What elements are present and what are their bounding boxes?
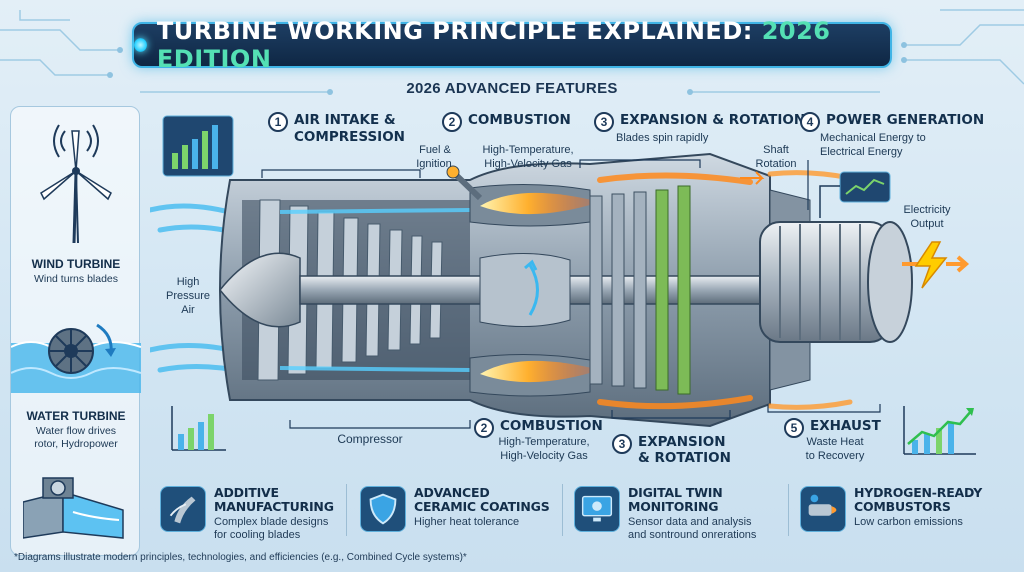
stage-2b-desc-line2: High-Velocity Gas (500, 450, 588, 462)
stage-3b-title-line2: & ROTATION (638, 450, 731, 466)
page-title: TURBINE WORKING PRINCIPLE EXPLAINED: 202… (157, 17, 890, 73)
stage-5-desc-line1: Waste Heat (806, 436, 864, 448)
stage-1-title-line2: COMPRESSION (294, 129, 405, 145)
feature-additive-title-line2: MANUFACTURING (214, 499, 334, 514)
stage-4-number: 4 (800, 112, 820, 132)
feature-additive-desc-line1: Complex blade designs (214, 516, 329, 528)
feature-digital-twin-title-line1: DIGITAL TWIN (628, 485, 723, 500)
stage-3b-number: 3 (612, 434, 632, 454)
electricity-label-line2: Output (910, 218, 944, 230)
stage-5-number: 5 (784, 418, 804, 438)
feature-ceramic-desc-line1: Higher heat tolerance (414, 516, 520, 528)
stage-5-desc-line2: to Recovery (805, 450, 865, 462)
stage-3-title: EXPANSION & ROTATION (620, 112, 806, 128)
fuel-label-line1: Fuel & (419, 144, 451, 156)
footnote: *Diagrams illustrate modern principles, … (14, 552, 467, 563)
water-turbine-desc-line1: Water flow drives (35, 425, 117, 437)
stage-3b-title-line1: EXPANSION (638, 434, 726, 450)
gas-label-line2: High-Velocity Gas (484, 158, 572, 170)
turbine-diagram (150, 152, 913, 428)
feature-hydrogen: HYDROGEN-READY COMBUSTORS Low carbon emi… (800, 480, 1010, 544)
compressor-label: Compressor (337, 432, 403, 446)
bar-chart-icon (162, 115, 234, 177)
trend-chart-icon (903, 406, 976, 455)
stage-1-number: 1 (268, 112, 288, 132)
title-main: TURBINE WORKING PRINCIPLE EXPLAINED: (156, 17, 753, 45)
fuel-label-line2: Ignition (416, 158, 452, 170)
water-turbine-title: WATER TURBINE (26, 409, 126, 423)
high-pressure-label-line3: Air (181, 304, 195, 316)
stage-4-title: POWER GENERATION (826, 112, 985, 128)
feature-hydrogen-title-line1: HYDROGEN-READY (854, 485, 983, 500)
feature-hydrogen-desc-line1: Low carbon emissions (854, 516, 963, 528)
stage-3-desc: Blades spin rapidly (616, 132, 709, 144)
feature-divider (788, 484, 789, 536)
lightning-icon (902, 241, 970, 289)
stage-4-desc-line2: Electrical Energy (820, 146, 903, 158)
feature-hydrogen-title-line2: COMBUSTORS (854, 499, 951, 514)
subtitle: 2026 ADVANCED FEATURES (406, 80, 618, 97)
title-accent: 2026 EDITION (156, 17, 831, 73)
feature-additive-title-line1: ADDITIVE (214, 485, 279, 500)
feature-digital-twin: DIGITAL TWIN MONITORING Sensor data and … (574, 480, 784, 544)
feature-divider (562, 484, 563, 536)
title-glow-icon (134, 38, 147, 52)
high-pressure-label-line2: Pressure (165, 290, 211, 302)
features-strip: ADDITIVE MANUFACTURING Complex blade des… (160, 480, 1020, 544)
water-wheel-icon (11, 323, 141, 393)
feature-digital-twin-desc-line1: Sensor data and analysis (628, 516, 752, 528)
stage-4-desc-line1: Mechanical Energy to (820, 132, 926, 144)
shaft-label-line1: Shaft (763, 144, 789, 156)
stage-2b-title: COMBUSTION (500, 418, 603, 434)
feature-ceramic-title-line2: CERAMIC COATINGS (414, 499, 550, 514)
gas-label-line1: High-Temperature, (482, 144, 574, 156)
feature-ceramic-title-line1: ADVANCED (414, 485, 490, 500)
wind-turbine-icon (40, 124, 112, 244)
shield-icon (360, 486, 406, 532)
feature-additive: ADDITIVE MANUFACTURING Complex blade des… (160, 480, 360, 544)
feature-digital-twin-desc-line2: and sontround onrerations (628, 529, 757, 541)
stage-2b-number: 2 (474, 418, 494, 438)
hydro-dam-icon (23, 477, 124, 539)
shaft-label-line2: Rotation (755, 158, 797, 170)
feature-additive-desc-line2: for cooling blades (214, 529, 301, 541)
stage-2b-desc-line1: High-Temperature, (498, 436, 590, 448)
feature-digital-twin-title-line2: MONITORING (628, 499, 719, 514)
wind-turbine-desc: Wind turns blades (33, 273, 119, 285)
water-turbine-desc-line2: rotor, Hydropower (34, 438, 118, 450)
hydrogen-combustor-icon (800, 486, 846, 532)
left-panel: WIND TURBINE Wind turns blades WATER TUR… (10, 106, 141, 556)
electricity-label-line1: Electricity (903, 204, 951, 216)
feature-ceramic: ADVANCED CERAMIC COATINGS Higher heat to… (360, 480, 560, 544)
feature-divider (346, 484, 347, 536)
turbine-blade-icon (160, 486, 206, 532)
bar-chart-small-icon (171, 406, 226, 451)
high-pressure-label-line1: High (176, 276, 200, 288)
wind-turbine-title: WIND TURBINE (31, 257, 121, 271)
monitor-icon (574, 486, 620, 532)
stage-3-number: 3 (594, 112, 614, 132)
stage-1-title-line1: AIR INTAKE & (294, 112, 396, 128)
stage-2-title: COMBUSTION (468, 112, 571, 128)
stage-2-number: 2 (442, 112, 462, 132)
stage-5-title: EXHAUST (810, 418, 881, 434)
title-banner: TURBINE WORKING PRINCIPLE EXPLAINED: 202… (132, 17, 892, 73)
